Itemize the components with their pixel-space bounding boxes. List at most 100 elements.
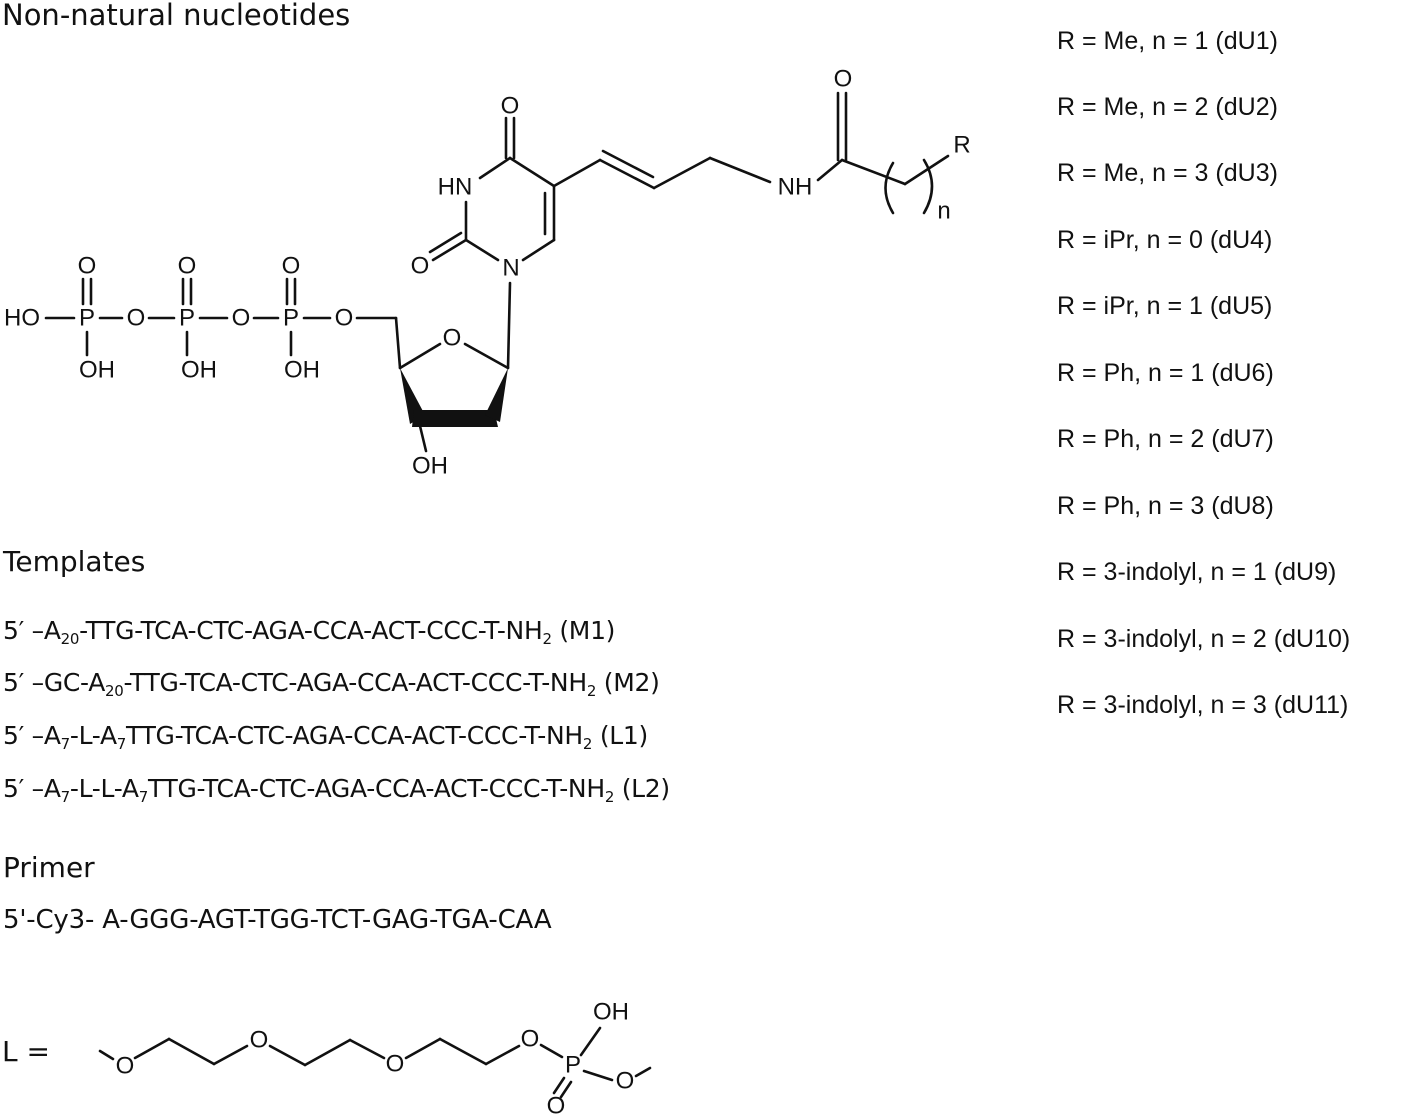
- figure-title: Non-natural nucleotides: [2, 0, 351, 32]
- template-subscript: 20: [105, 682, 124, 700]
- primer-sequence: 5'-Cy3- A-GGG-AGT-TGG-TCT-GAG-TGA-CAA: [3, 905, 552, 935]
- atom-label: NH: [778, 174, 813, 201]
- bond-line: [634, 1066, 652, 1078]
- atom-label: O: [232, 305, 251, 332]
- substituent-item: R = Me, n = 2 (dU2): [1057, 93, 1278, 121]
- bond-line: [418, 424, 428, 453]
- bond-line: [98, 1049, 115, 1061]
- atom-label: P: [179, 305, 195, 332]
- bond-line: [167, 1037, 216, 1066]
- template-segment: 5′ –A: [3, 721, 61, 750]
- template-segment: (M1): [551, 616, 616, 645]
- bond-line: [478, 156, 512, 180]
- bond-line: [816, 158, 844, 182]
- bond-line: [484, 1044, 521, 1066]
- bond-line: [398, 342, 442, 370]
- bond-line: [652, 156, 712, 190]
- atom-label: OH: [593, 999, 629, 1026]
- substituent-item: R = Me, n = 1 (dU1): [1057, 27, 1278, 55]
- substituent-item: R = Ph, n = 3 (dU8): [1057, 492, 1274, 520]
- wedge-bond: [485, 368, 508, 422]
- atom-label: O: [127, 305, 146, 332]
- atom-label: P: [283, 305, 299, 332]
- bond-line: [431, 238, 468, 262]
- template-line: 5′ –GC-A20-TTG-TCA-CTC-AGA-CCA-ACT-CCC-T…: [3, 668, 660, 700]
- atom-label: N: [502, 255, 519, 282]
- atom-label: O: [834, 66, 853, 93]
- bond-line: [840, 158, 907, 186]
- bracket-right: [922, 158, 934, 215]
- bond-line: [579, 1026, 602, 1057]
- bond-line: [133, 1037, 171, 1060]
- substituent-item: R = 3-indolyl, n = 3 (dU11): [1057, 691, 1349, 719]
- atom-label: O: [501, 93, 520, 120]
- atom-label: OH: [181, 357, 217, 384]
- bond-line: [438, 1037, 488, 1066]
- template-segment: 5′ –A: [3, 774, 61, 803]
- template-subscript: 7: [138, 788, 149, 806]
- template-line: 5′ –A7-L-A7TTG-TCA-CTC-AGA-CCA-ACT-CCC-T…: [3, 721, 648, 753]
- template-subscript: 2: [582, 735, 593, 753]
- wedge-bond: [412, 410, 498, 427]
- templates-heading: Templates: [3, 545, 146, 578]
- atom-label: OH: [412, 453, 448, 480]
- bond-line: [268, 1044, 307, 1067]
- substituent-item: R = Ph, n = 2 (dU7): [1057, 425, 1274, 453]
- atom-label: O: [78, 253, 97, 280]
- atom-label: P: [565, 1052, 581, 1079]
- substituent-item: R = iPr, n = 0 (dU4): [1057, 226, 1273, 254]
- bond-line: [708, 156, 772, 184]
- bond-line: [404, 1037, 442, 1060]
- substituent-item: R = 3-indolyl, n = 1 (dU9): [1057, 558, 1337, 586]
- substituent-item: R = 3-indolyl, n = 2 (dU10): [1057, 625, 1351, 653]
- template-segment: TTG-TCA-CTC-AGA-CCA-ACT-CCC-T-NH: [126, 721, 583, 750]
- atom-label: OH: [284, 357, 320, 384]
- bond-line: [552, 158, 602, 188]
- template-subscript: 20: [60, 630, 80, 648]
- template-line: 5′ –A7-L-L-A7TTG-TCA-CTC-AGA-CCA-ACT-CCC…: [3, 774, 670, 806]
- atom-label: O: [443, 325, 462, 352]
- atom-label: O: [282, 253, 301, 280]
- bond-line: [598, 158, 656, 190]
- primer-heading: Primer: [3, 851, 95, 884]
- template-subscript: 2: [586, 682, 597, 700]
- atom-label: O: [250, 1027, 269, 1054]
- atom-label: OH: [79, 357, 115, 384]
- bond-line: [582, 1069, 614, 1082]
- atom-label: HO: [4, 305, 40, 332]
- bond-line: [508, 156, 556, 188]
- bond-line: [428, 231, 463, 254]
- template-segment: -L-A: [69, 721, 117, 750]
- template-subscript: 2: [542, 630, 552, 648]
- bond-line: [559, 1080, 573, 1099]
- atom-label: O: [335, 305, 354, 332]
- bond-line: [348, 1038, 386, 1060]
- template-segment: TTG-TCA-CTC-AGA-CCA-ACT-CCC-T-NH: [147, 774, 605, 803]
- template-segment: (M2): [596, 668, 660, 697]
- bracket-left: [884, 161, 895, 215]
- bond-line: [303, 1038, 352, 1067]
- substituent-item: R = iPr, n = 1 (dU5): [1057, 292, 1273, 320]
- template-subscript: 2: [604, 788, 615, 806]
- atom-label: n: [937, 198, 950, 225]
- bond-line: [539, 1043, 564, 1059]
- nucleotide-structure: HO P O P O P O O O O OH OH OH O OH N HN …: [4, 66, 971, 480]
- atom-label: O: [616, 1068, 635, 1095]
- template-segment: -TTG-TCA-CTC-AGA-CCA-ACT-CCC-T-NH: [123, 668, 588, 697]
- atom-label: P: [79, 305, 95, 332]
- bond-line: [212, 1044, 249, 1066]
- bond-line: [394, 316, 402, 370]
- template-subscript: 7: [60, 735, 71, 753]
- linker-structure: O O O O P OH O O: [98, 999, 652, 1120]
- substituent-item: R = Me, n = 3 (dU3): [1057, 159, 1278, 187]
- template-segment: 5′ –A: [3, 616, 61, 645]
- template-subscript: 7: [116, 735, 127, 753]
- linker-label: L =: [2, 1035, 50, 1068]
- atom-label: O: [411, 253, 430, 280]
- atom-label: O: [178, 253, 197, 280]
- atom-label: O: [116, 1053, 135, 1080]
- atom-label: O: [386, 1051, 405, 1078]
- bond-line: [464, 238, 500, 262]
- bond-line: [463, 342, 510, 370]
